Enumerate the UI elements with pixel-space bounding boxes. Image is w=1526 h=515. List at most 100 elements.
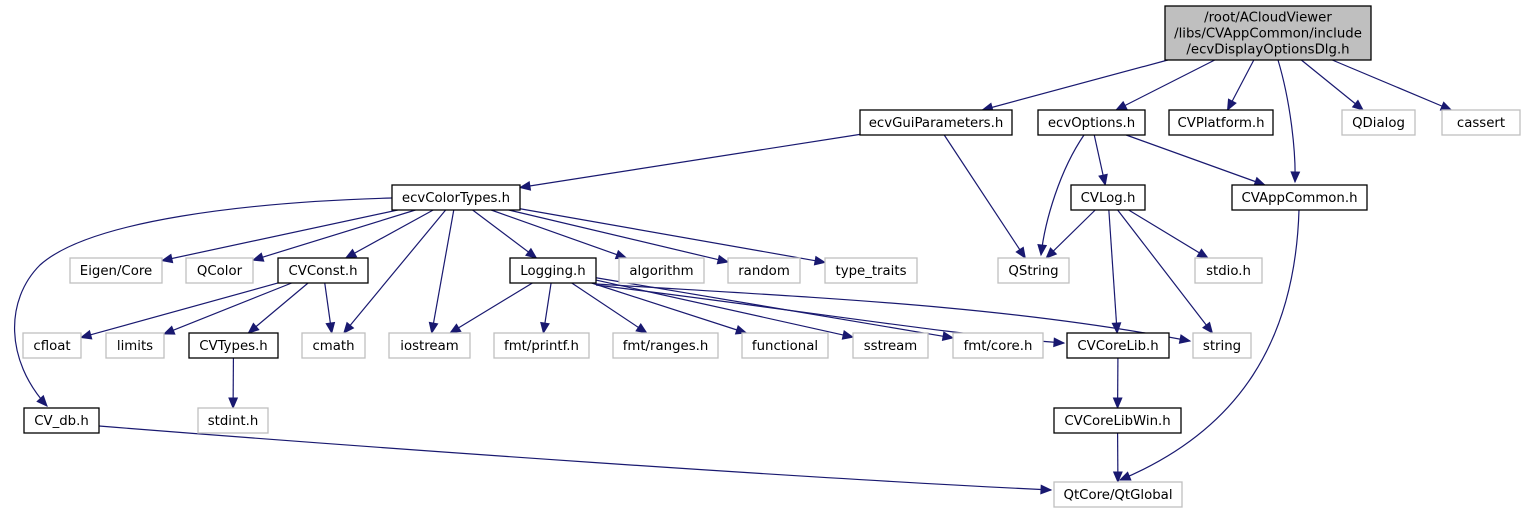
arrowhead-icon <box>1037 244 1048 257</box>
node-functional: functional <box>741 332 829 359</box>
arrowhead-icon <box>941 331 955 342</box>
node-string: string <box>1192 332 1252 359</box>
node-label: CVConst.h <box>288 264 357 279</box>
edge-line <box>98 425 1052 491</box>
node-cmath: cmath <box>301 332 366 359</box>
node-box <box>997 257 1070 284</box>
node-EigenCore: Eigen/Core <box>69 257 163 284</box>
arrowhead-icon <box>428 321 439 335</box>
node-box <box>391 184 521 211</box>
node-box <box>22 332 82 359</box>
node-ecvColorTypes[interactable]: ecvColorTypes.h <box>391 184 521 211</box>
edge-Logging-to-string <box>595 283 1192 344</box>
node-CVPlatform[interactable]: CVPlatform.h <box>1168 109 1274 136</box>
node-box <box>1168 109 1274 136</box>
arrowhead-icon <box>160 253 174 264</box>
edge-ecvOptions-to-CVAppCommon <box>1125 134 1267 187</box>
node-CVCoreLibWin[interactable]: CVCoreLibWin.h <box>1053 407 1182 434</box>
arrowhead-icon <box>251 252 265 262</box>
node-label: stdint.h <box>208 414 259 429</box>
node-label: CVLog.h <box>1081 191 1136 206</box>
edge-line <box>595 279 854 338</box>
edge-line <box>80 282 279 339</box>
arrowhead-icon <box>325 321 336 335</box>
node-stdio: stdio.h <box>1194 257 1263 284</box>
node-label: iostream <box>400 339 458 354</box>
node-label: type_traits <box>835 264 906 279</box>
node-label: ecvOptions.h <box>1048 116 1135 131</box>
node-CVConst[interactable]: CVConst.h <box>277 257 369 284</box>
node-cassert: cassert <box>1441 109 1521 136</box>
node-box <box>1053 407 1182 434</box>
edge-line <box>591 282 747 334</box>
node-box <box>1164 5 1372 61</box>
node-box <box>741 332 829 359</box>
edge-CV_db-to-QtGlobal <box>98 425 1053 495</box>
node-label: QColor <box>197 264 243 279</box>
node-label: CVCoreLib.h <box>1077 339 1158 354</box>
node-box <box>852 332 929 359</box>
arrowhead-icon <box>716 254 730 265</box>
edge-line <box>508 209 729 263</box>
node-CVCoreLib[interactable]: CVCoreLib.h <box>1066 332 1170 359</box>
node-QString: QString <box>997 257 1070 284</box>
edge-CVLog-to-QString <box>1045 209 1096 259</box>
node-label: Eigen/Core <box>80 264 152 279</box>
node-box <box>618 257 705 284</box>
edge-line <box>431 209 455 334</box>
node-box <box>1037 109 1146 136</box>
node-box <box>493 332 590 359</box>
edge-line <box>1115 59 1216 111</box>
edge-line <box>449 282 533 334</box>
arrowhead-icon <box>228 397 239 410</box>
edge-Logging-to-iostream <box>448 282 533 334</box>
node-cfloat: cfloat <box>22 332 82 359</box>
edge-line <box>519 133 861 189</box>
node-fmtcore: fmt/core.h <box>952 332 1044 359</box>
node-label: QtCore/QtGlobal <box>1063 488 1172 503</box>
node-Logging[interactable]: Logging.h <box>509 257 597 284</box>
edge-ecvOptions-to-QString <box>1037 134 1085 257</box>
edge-ecvColorTypes-to-CVConst <box>344 209 434 259</box>
node-box <box>388 332 471 359</box>
node-ecvOptions[interactable]: ecvOptions.h <box>1037 109 1146 136</box>
edge-line <box>1332 59 1452 111</box>
node-box <box>301 332 366 359</box>
node-box <box>277 257 369 284</box>
arrowhead-icon <box>813 255 827 266</box>
edge-line <box>161 209 398 262</box>
node-root[interactable]: /root/ACloudViewer/libs/CVAppCommon/incl… <box>1164 5 1372 61</box>
node-label: QString <box>1008 264 1058 279</box>
node-ecvGuiParameters[interactable]: ecvGuiParameters.h <box>859 109 1013 136</box>
edge-line <box>490 209 627 259</box>
edge-Logging-to-fmtranges <box>571 282 648 334</box>
node-box <box>185 257 254 284</box>
arrowhead-icon <box>1178 334 1192 344</box>
node-CVLog[interactable]: CVLog.h <box>1070 184 1146 211</box>
node-box <box>69 257 163 284</box>
node-CVTypes[interactable]: CVTypes.h <box>188 332 279 359</box>
node-QColor: QColor <box>185 257 254 284</box>
node-box <box>105 332 165 359</box>
node-label: ecvColorTypes.h <box>402 191 510 206</box>
node-label: ecvGuiParameters.h <box>869 116 1004 131</box>
node-CVAppCommon[interactable]: CVAppCommon.h <box>1231 184 1368 211</box>
node-label: stdio.h <box>1206 264 1251 279</box>
edge-ecvColorTypes-to-CV_db <box>14 197 393 407</box>
edge-ecvGuiParameters-to-QString <box>943 134 1026 260</box>
arrowhead-icon <box>1053 337 1066 348</box>
arrowhead-icon <box>1118 471 1132 481</box>
node-label: CVCoreLibWin.h <box>1064 414 1170 429</box>
edge-ecvOptions-to-CVLog <box>1093 134 1108 187</box>
node-CV_db[interactable]: CV_db.h <box>23 407 100 434</box>
node-box <box>1231 184 1368 211</box>
edge-Logging-to-sstream <box>595 279 855 340</box>
arrowhead-icon <box>1112 471 1123 484</box>
node-box <box>1194 257 1263 284</box>
node-label: string <box>1203 339 1241 354</box>
node-QDialog: QDialog <box>1341 109 1416 136</box>
edge-CVConst-to-limits <box>162 282 292 335</box>
edge-root-to-cassert <box>1332 59 1453 111</box>
arrowhead-icon <box>448 323 462 334</box>
